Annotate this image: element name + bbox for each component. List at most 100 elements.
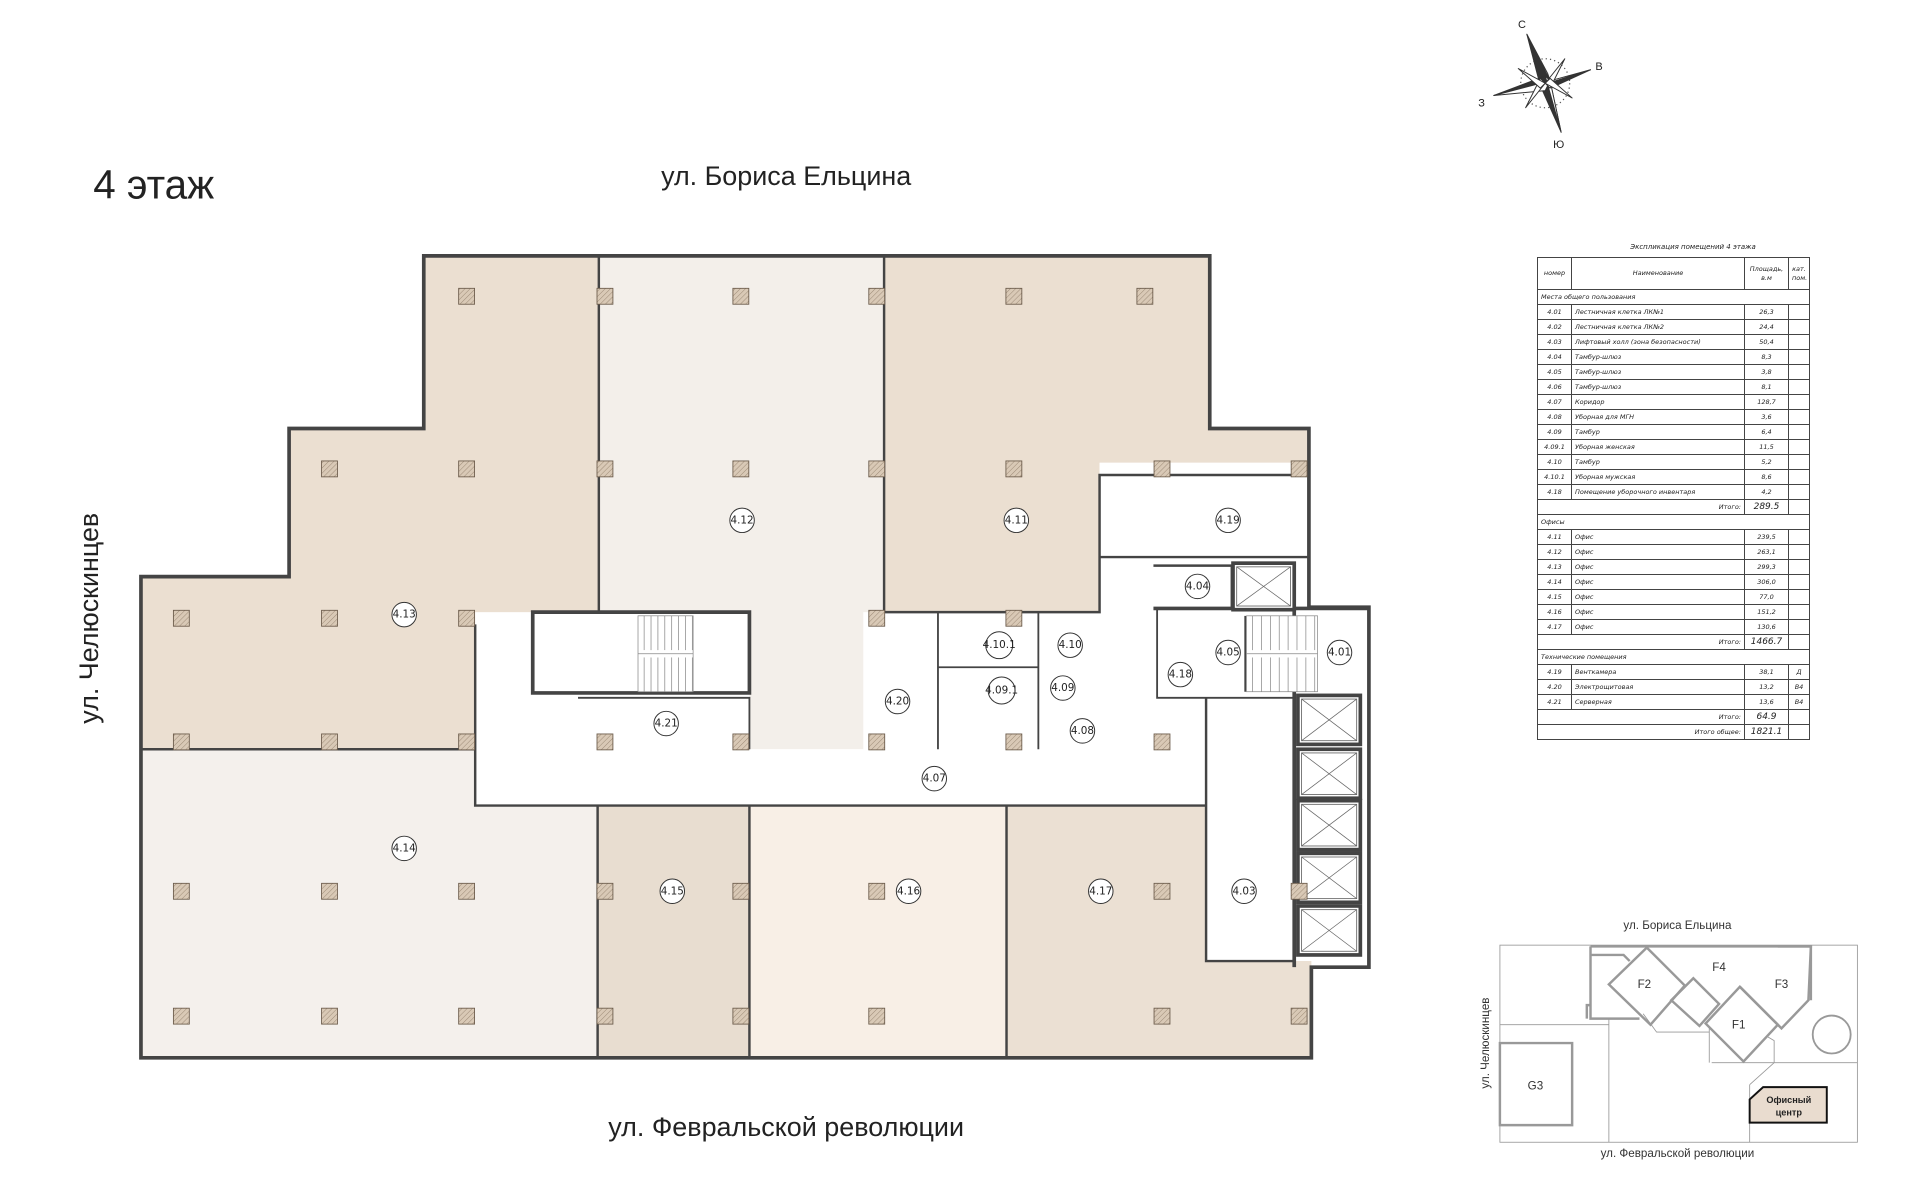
room-4-17-area[interactable] (1006, 805, 1312, 1058)
header-num: номер (1537, 257, 1572, 290)
room-name: Уборная мужская (1571, 469, 1745, 485)
room-label-4-13[interactable]: 4.13 (391, 601, 417, 628)
room-num: 4.06 (1537, 379, 1572, 395)
total-value: 64.9 (1744, 709, 1789, 725)
room-number: 4.13 (393, 609, 416, 621)
room-num: 4.17 (1537, 619, 1572, 635)
room-label-4-17[interactable]: 4.17 (1088, 878, 1114, 905)
room-kat (1788, 484, 1810, 500)
room-label-4-16[interactable]: 4.16 (895, 878, 922, 905)
room-name: Офис (1571, 544, 1745, 560)
room-label-4-10[interactable]: 4.10 (1057, 632, 1083, 658)
room-kat (1788, 604, 1810, 620)
grand-total-value: 1821.1 (1744, 724, 1789, 740)
column-icon (321, 733, 338, 751)
room-label-4-20[interactable]: 4.20 (884, 688, 911, 715)
room-4-14-area[interactable] (140, 749, 598, 1058)
structural-columns (172, 287, 1308, 1025)
room-4-15-area[interactable] (597, 805, 750, 1058)
room-name: Офис (1571, 619, 1745, 635)
room-number: 4.17 (1089, 885, 1112, 897)
room-name: Лестничная клетка ЛК№1 (1571, 304, 1745, 320)
total-kat (1788, 634, 1810, 650)
room-area: 128,7 (1744, 394, 1789, 410)
room-num: 4.13 (1537, 559, 1572, 575)
room-kat (1788, 379, 1810, 395)
room-name: Уборная женская (1571, 439, 1745, 455)
room-area: 4,2 (1744, 484, 1789, 500)
room-label-4-09-1[interactable]: 4.09.1 (985, 676, 1018, 705)
room-kat (1788, 559, 1810, 575)
column-icon (1005, 733, 1023, 751)
column-icon (732, 287, 750, 305)
room-area: 26,3 (1744, 304, 1789, 320)
section-row: Офисы (1537, 514, 1810, 530)
room-name: Тамбур-шлюз (1571, 349, 1745, 365)
room-area: 130,6 (1744, 619, 1789, 635)
room-num: 4.12 (1537, 544, 1572, 560)
room-kat (1788, 424, 1810, 440)
column-icon (596, 460, 614, 478)
room-kat (1788, 574, 1810, 590)
room-label-4-08[interactable]: 4.08 (1069, 718, 1096, 744)
column-icon (321, 609, 338, 627)
column-icon (732, 733, 750, 751)
section-title: Места общего пользования (1537, 289, 1810, 305)
minimap-office-center-highlight[interactable] (1748, 1086, 1828, 1124)
room-label-4-10-1[interactable]: 4.10.1 (983, 631, 1016, 660)
room-label-4-09[interactable]: 4.09 (1050, 675, 1076, 701)
room-label-4-11[interactable]: 4.11 (1003, 507, 1030, 534)
room-label-4-04[interactable]: 4.04 (1184, 573, 1211, 600)
column-icon (868, 287, 886, 305)
street-west-label: ул. Челюскинцев (74, 513, 104, 724)
room-num: 4.09 (1537, 424, 1572, 440)
room-num: 4.10 (1537, 454, 1572, 470)
site-minimap: ул. Бориса Ельцина ул. Февральской револ… (1479, 919, 1858, 1160)
room-kat: Д (1788, 664, 1810, 680)
room-label-4-14[interactable]: 4.14 (391, 835, 417, 862)
room-name: Серверная (1571, 694, 1745, 710)
room-number: 4.12 (731, 514, 754, 526)
room-name: Тамбур-шлюз (1571, 379, 1745, 395)
room-number: 4.01 (1328, 647, 1351, 659)
room-label-4-21[interactable]: 4.21 (653, 710, 679, 737)
column-icon (458, 460, 476, 478)
room-area: 38,1 (1744, 664, 1789, 680)
column-icon (1153, 733, 1171, 751)
section-row: Технические помещения (1537, 649, 1810, 665)
room-label-4-01[interactable]: 4.01 (1326, 639, 1353, 666)
room-number: 4.21 (655, 718, 678, 730)
room-area: 6,4 (1744, 424, 1789, 440)
room-label-4-15[interactable]: 4.15 (659, 878, 686, 905)
stair-right (1246, 615, 1318, 693)
room-number: 4.07 (923, 773, 946, 785)
room-label-4-03[interactable]: 4.03 (1231, 878, 1257, 905)
room-area: 5,2 (1744, 454, 1789, 470)
elevator-icon (1231, 561, 1297, 612)
room-name: Электрощитовая (1571, 679, 1745, 695)
minimap-office-label-2: центр (1776, 1107, 1803, 1117)
room-label-4-12[interactable]: 4.12 (729, 507, 755, 534)
total-label: Итого: (1537, 634, 1745, 650)
room-4-11-area[interactable] (884, 255, 1309, 613)
room-label-4-05[interactable]: 4.05 (1215, 639, 1241, 666)
room-label-4-07[interactable]: 4.07 (921, 765, 948, 792)
compass-west-label: З (1478, 98, 1485, 110)
room-area: 299,3 (1744, 559, 1789, 575)
column-icon (172, 1007, 190, 1025)
column-icon (172, 609, 190, 627)
room-kat (1788, 619, 1810, 635)
room-name: Тамбур (1571, 424, 1745, 440)
room-label-4-19[interactable]: 4.19 (1215, 507, 1241, 534)
room-label-4-18[interactable]: 4.18 (1167, 661, 1194, 688)
column-icon (732, 1007, 750, 1025)
compass-rose-icon: С В Ю З (1478, 19, 1603, 151)
